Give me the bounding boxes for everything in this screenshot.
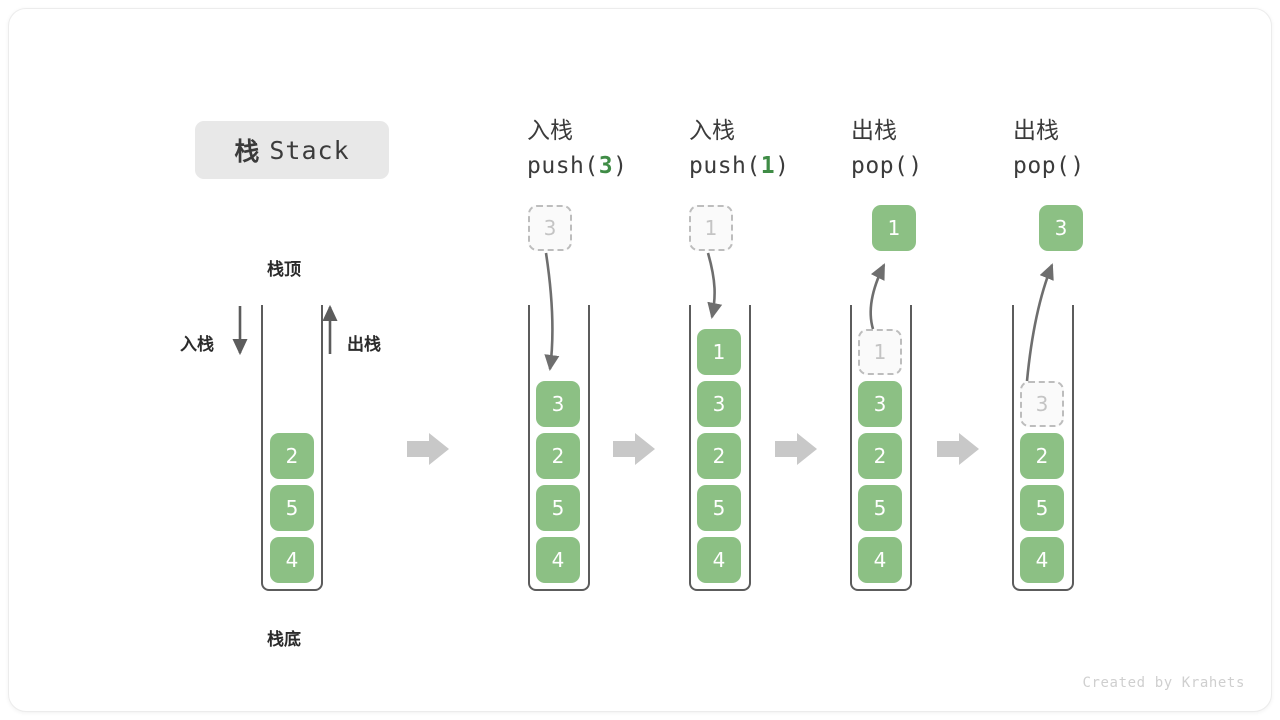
step-header-line2: pop() bbox=[1013, 148, 1163, 184]
incoming-cell-push-1: 1 bbox=[689, 205, 733, 251]
title-cn: 栈 bbox=[234, 137, 260, 166]
flow-arrow bbox=[937, 433, 979, 465]
stack-cell: 5 bbox=[270, 485, 314, 531]
header-suffix: ) bbox=[908, 153, 923, 179]
step-header-line2: push(3) bbox=[527, 148, 677, 184]
title-en: Stack bbox=[269, 135, 350, 165]
stack-container-push-1 bbox=[689, 305, 751, 591]
stack-cell-ghost: 1 bbox=[858, 329, 902, 375]
label-stack-top: 栈顶 bbox=[267, 260, 301, 280]
stack-cell: 4 bbox=[536, 537, 580, 583]
flow-arrow bbox=[407, 433, 449, 465]
stack-cell: 2 bbox=[1020, 433, 1064, 479]
flow-arrow bbox=[613, 433, 655, 465]
stack-cell: 5 bbox=[697, 485, 741, 531]
header-prefix: pop( bbox=[851, 153, 909, 179]
label-pop-initial: 出栈 bbox=[347, 335, 381, 355]
credit-text: Created by Krahets bbox=[1082, 675, 1245, 691]
diagram-card: 栈 Stack 栈顶 栈底 入栈 出栈 2 5 4 入栈 push(3) 3 3… bbox=[8, 8, 1272, 712]
stack-cell: 1 bbox=[697, 329, 741, 375]
step-header-line1: 出栈 bbox=[851, 118, 897, 144]
stack-cell: 3 bbox=[697, 381, 741, 427]
stack-cell: 4 bbox=[1020, 537, 1064, 583]
stack-container-initial bbox=[261, 305, 323, 591]
header-arg: 1 bbox=[760, 153, 776, 179]
step-header-line1: 出栈 bbox=[1013, 118, 1059, 144]
header-prefix: push( bbox=[689, 153, 761, 179]
stack-cell: 4 bbox=[858, 537, 902, 583]
header-suffix: ) bbox=[613, 153, 628, 179]
stack-container-push-3 bbox=[528, 305, 590, 591]
stack-cell: 2 bbox=[536, 433, 580, 479]
step-header-pop-3: 出栈 pop() bbox=[1013, 114, 1163, 184]
stack-cell: 2 bbox=[697, 433, 741, 479]
header-suffix: ) bbox=[1070, 153, 1085, 179]
stack-cell: 3 bbox=[536, 381, 580, 427]
step-header-line2: push(1) bbox=[689, 148, 839, 184]
stack-container-pop-3 bbox=[1012, 305, 1074, 591]
diagram-title-badge: 栈 Stack bbox=[195, 121, 389, 179]
header-prefix: push( bbox=[527, 153, 599, 179]
stack-cell: 3 bbox=[858, 381, 902, 427]
outgoing-cell-pop-3: 3 bbox=[1039, 205, 1083, 251]
step-header-line1: 入栈 bbox=[689, 118, 735, 144]
header-arg: 3 bbox=[598, 153, 614, 179]
label-push-initial: 入栈 bbox=[180, 335, 214, 355]
stack-cell: 4 bbox=[270, 537, 314, 583]
stack-cell: 5 bbox=[858, 485, 902, 531]
stack-container-pop-1 bbox=[850, 305, 912, 591]
stack-cell-ghost: 3 bbox=[1020, 381, 1064, 427]
step-header-push-3: 入栈 push(3) bbox=[527, 114, 677, 184]
header-prefix: pop( bbox=[1013, 153, 1071, 179]
stack-cell: 4 bbox=[697, 537, 741, 583]
flow-arrow bbox=[775, 433, 817, 465]
step-header-line1: 入栈 bbox=[527, 118, 573, 144]
incoming-cell-push-3: 3 bbox=[528, 205, 572, 251]
header-suffix: ) bbox=[775, 153, 790, 179]
stack-cell: 5 bbox=[1020, 485, 1064, 531]
stack-cell: 2 bbox=[858, 433, 902, 479]
stack-cell: 2 bbox=[270, 433, 314, 479]
step-header-push-1: 入栈 push(1) bbox=[689, 114, 839, 184]
outgoing-cell-pop-1: 1 bbox=[872, 205, 916, 251]
stack-cell: 5 bbox=[536, 485, 580, 531]
step-header-line2: pop() bbox=[851, 148, 1001, 184]
step-header-pop-1: 出栈 pop() bbox=[851, 114, 1001, 184]
label-stack-bottom: 栈底 bbox=[267, 630, 301, 650]
